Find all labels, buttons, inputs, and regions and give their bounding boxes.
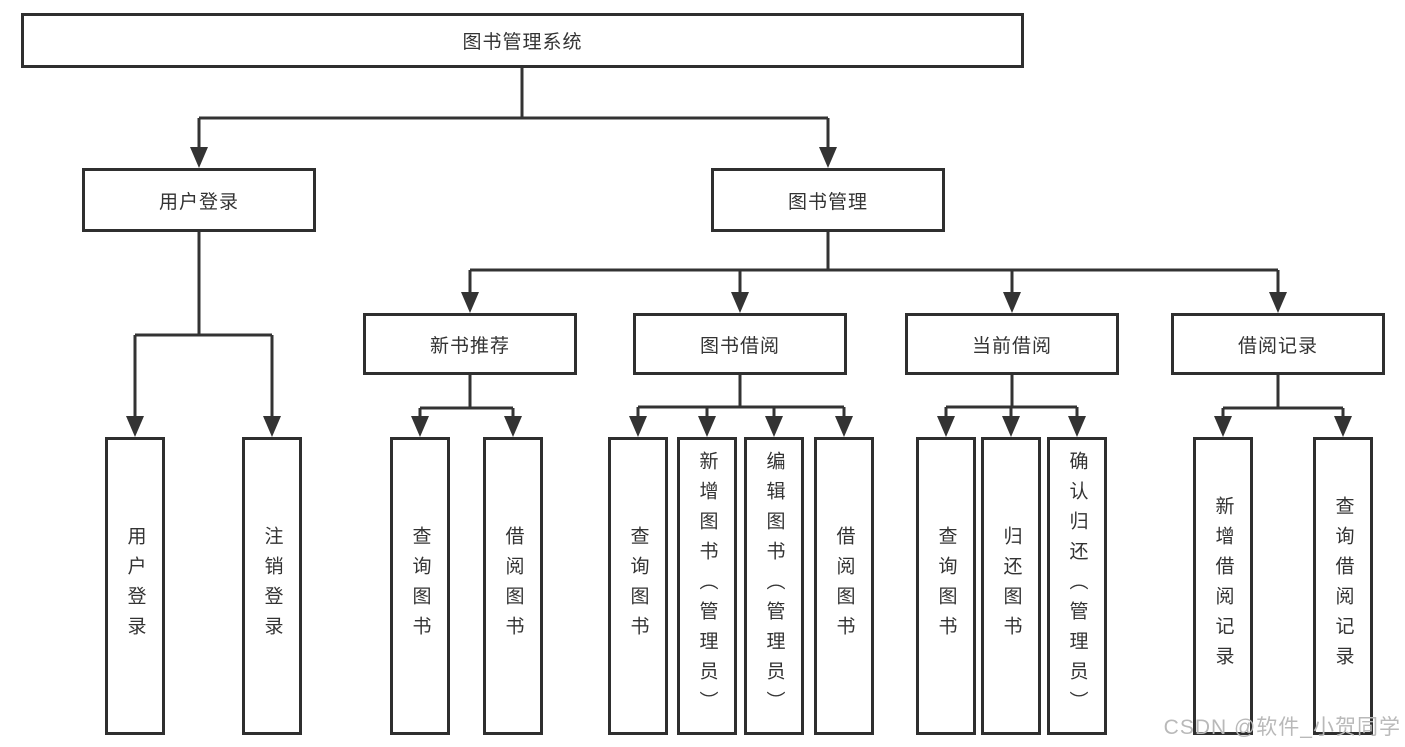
- node-user-login-branch: 用户登录: [82, 168, 316, 232]
- leaf-add-borrow-record: 新增借阅记录: [1193, 437, 1253, 735]
- node-label: 借阅图书: [833, 526, 855, 646]
- leaf-return-books: 归还图书: [981, 437, 1041, 735]
- node-borrow-records: 借阅记录: [1171, 313, 1385, 375]
- leaf-query-books: 查询图书: [608, 437, 668, 735]
- node-label: 注销登录: [261, 526, 283, 646]
- node-label: 图书管理系统: [462, 32, 583, 53]
- node-label: 查询图书: [935, 526, 957, 646]
- node-book-borrow: 图书借阅: [633, 313, 847, 375]
- node-label: 用户登录: [124, 526, 146, 646]
- node-new-book-recommend: 新书推荐: [363, 313, 577, 375]
- csdn-watermark: CSDN @软件_小贺同学: [1163, 716, 1401, 739]
- leaf-logout: 注销登录: [242, 437, 302, 735]
- node-label: 新增借阅记录: [1212, 496, 1234, 676]
- node-label: 借阅记录: [1237, 335, 1318, 357]
- leaf-query-books: 查询图书: [916, 437, 976, 735]
- leaf-add-books-admin: 新增图书（管理员）: [677, 437, 737, 735]
- node-label: 借阅图书: [502, 526, 524, 646]
- leaf-user-login: 用户登录: [105, 437, 165, 735]
- node-label: 图书借阅: [699, 335, 780, 357]
- leaf-confirm-return-admin: 确认归还（管理员）: [1047, 437, 1107, 735]
- node-label: 图书管理: [787, 191, 868, 213]
- node-system-root: 图书管理系统: [21, 13, 1024, 68]
- node-label: 用户登录: [158, 191, 239, 213]
- leaf-query-borrow-record: 查询借阅记录: [1313, 437, 1373, 735]
- node-label: 查询借阅记录: [1332, 496, 1354, 676]
- node-label: 查询图书: [409, 526, 431, 646]
- node-label: 编辑图书（管理员）: [763, 451, 785, 721]
- node-label: 当前借阅: [971, 335, 1052, 357]
- node-current-borrow: 当前借阅: [905, 313, 1119, 375]
- leaf-borrow-books: 借阅图书: [814, 437, 874, 735]
- node-label: 查询图书: [627, 526, 649, 646]
- leaf-borrow-books: 借阅图书: [483, 437, 543, 735]
- node-label: 新增图书（管理员）: [696, 451, 718, 721]
- node-label: 确认归还（管理员）: [1066, 451, 1088, 721]
- leaf-query-books: 查询图书: [390, 437, 450, 735]
- leaf-edit-books-admin: 编辑图书（管理员）: [744, 437, 804, 735]
- node-label: 新书推荐: [429, 335, 510, 357]
- node-book-management-branch: 图书管理: [711, 168, 945, 232]
- node-label: 归还图书: [1000, 526, 1022, 646]
- arrowheads: [126, 147, 1352, 437]
